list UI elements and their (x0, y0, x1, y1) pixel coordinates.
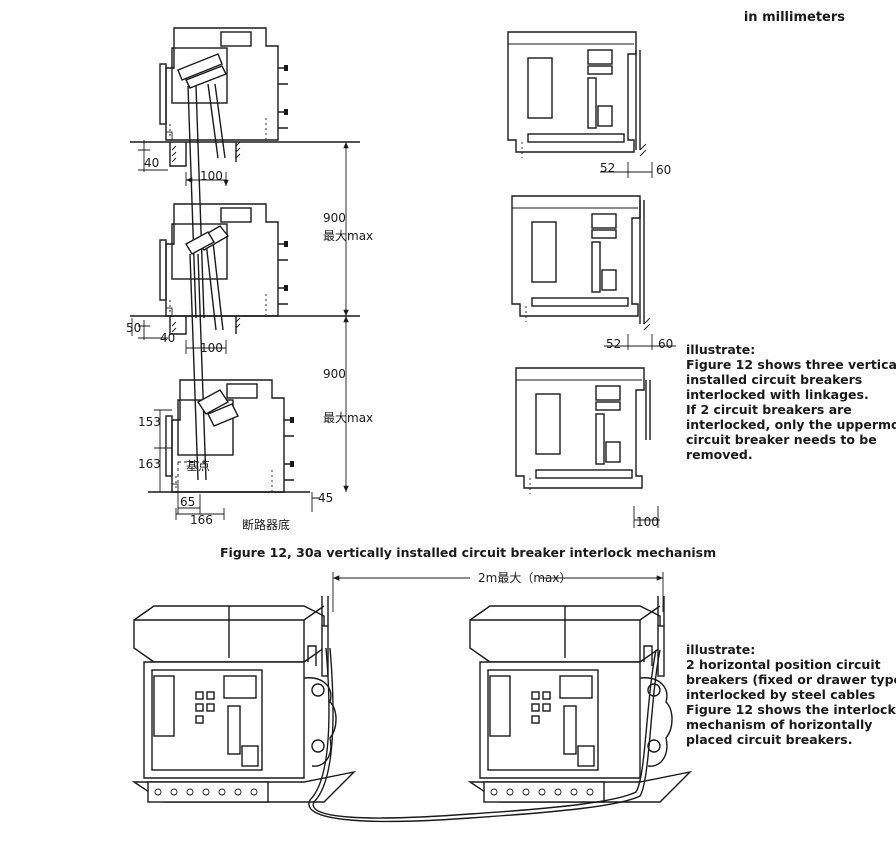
note-horizontal-line-5: mechanism of horizontally (686, 717, 872, 732)
note-vertical-title: illustrate: (686, 342, 755, 357)
dim-2m-max: 2m最大（max） (478, 571, 571, 585)
dim-100-top: 100 (200, 169, 223, 183)
dim-60-top: 60 (656, 163, 671, 177)
breaker-base-label: 断路器底 (242, 517, 290, 532)
dim-40-top: 40 (144, 156, 159, 170)
note-vertical-line-5: interlocked, only the uppermost (686, 417, 896, 432)
datum-label: 基点 (186, 459, 210, 473)
note-horizontal-line-3: interlocked by steel cables (686, 687, 875, 702)
dim-100-mid: 100 (200, 341, 223, 355)
dim-100-right: 100 (636, 515, 659, 529)
note-vertical-line-6: circuit breaker needs to be (686, 432, 877, 447)
horizontal-interlock-view: 2m最大（max） (133, 571, 691, 823)
note-horizontal-line-1: 2 horizontal position circuit (686, 657, 881, 672)
note-horizontal-line-2: breakers (fixed or drawer type) (686, 672, 896, 687)
dim-163: 163 (138, 457, 161, 471)
note-vertical-line-4: If 2 circuit breakers are (686, 402, 852, 417)
unit-label: in millimeters (744, 10, 845, 25)
dim-max-top: 最大max (323, 229, 373, 243)
vertical-front-view: 52 60 52 60 100 (507, 31, 676, 529)
dim-65: 65 (180, 495, 195, 509)
dim-900-bottom: 900 (323, 367, 346, 381)
vertical-side-view: 40 100 900 最大max 50 40 100 900 最大max 153… (126, 27, 373, 532)
dim-153: 153 (138, 415, 161, 429)
dim-max-bottom: 最大max (323, 411, 373, 425)
note-vertical-line-2: installed circuit breakers (686, 372, 862, 387)
dim-50: 50 (126, 321, 141, 335)
caption-vertical: Figure 12, 30a vertically installed circ… (220, 545, 716, 560)
note-horizontal-title: illustrate: (686, 642, 755, 657)
dim-52-top: 52 (600, 161, 615, 175)
dim-60-mid: 60 (658, 337, 673, 351)
note-vertical-line-7: removed. (686, 447, 753, 462)
note-vertical-line-3: interlocked with linkages. (686, 387, 869, 402)
note-horizontal-line-6: placed circuit breakers. (686, 732, 852, 747)
note-vertical-line-1: Figure 12 shows three vertically (686, 357, 896, 372)
dim-45: 45 (318, 491, 333, 505)
dim-900-top: 900 (323, 211, 346, 225)
dim-52-mid: 52 (606, 337, 621, 351)
note-horizontal-line-4: Figure 12 shows the interlocking (686, 702, 896, 717)
dim-166: 166 (190, 513, 213, 527)
dim-40-mid: 40 (160, 331, 175, 345)
